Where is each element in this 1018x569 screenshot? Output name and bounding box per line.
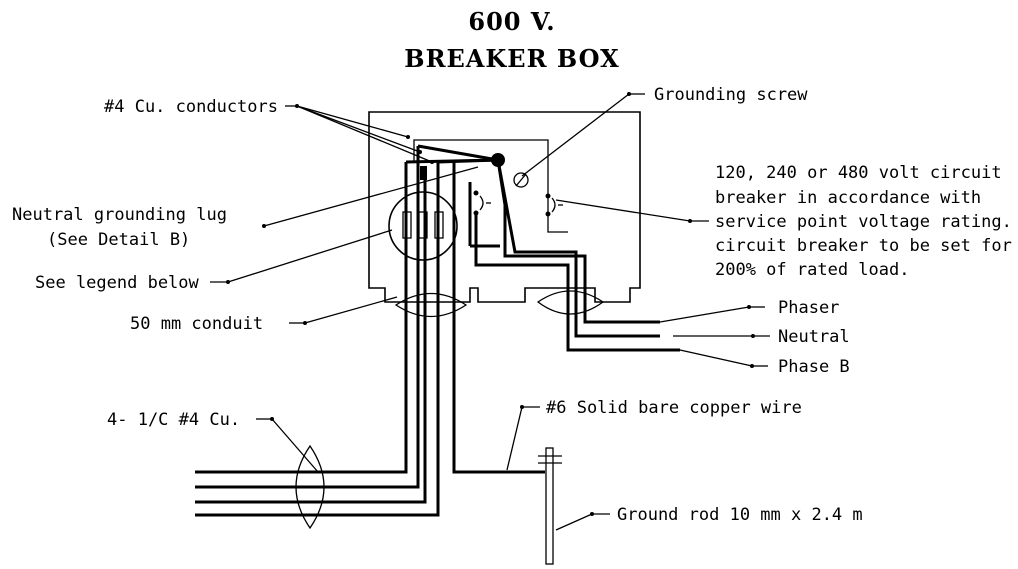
breaker-right bbox=[545, 193, 563, 217]
label-conduit: 50 mm conduit bbox=[130, 314, 263, 334]
grounding-screw bbox=[513, 172, 529, 188]
label-breaker-note-5: 200% of rated load. bbox=[715, 260, 909, 280]
label-phaser: Phaser bbox=[778, 298, 839, 318]
meter-base bbox=[388, 191, 458, 261]
wiring bbox=[195, 144, 680, 517]
breaker-box-enclosure bbox=[368, 111, 641, 303]
label-cable: 4- 1/C #4 Cu. bbox=[107, 410, 240, 430]
cable-lens bbox=[295, 444, 325, 530]
label-phase-b: Phase B bbox=[778, 357, 850, 377]
label-ground-rod: Ground rod 10 mm x 2.4 m bbox=[617, 505, 863, 525]
breaker-left bbox=[473, 190, 491, 216]
label-see-detail-b: (See Detail B) bbox=[47, 230, 190, 250]
label-breaker-note-1: 120, 240 or 480 volt circuit bbox=[715, 163, 1002, 183]
label-see-legend: See legend below bbox=[35, 273, 200, 293]
label-copper-wire: #6 Solid bare copper wire bbox=[546, 398, 802, 418]
label-breaker-note-4: circuit breaker to be set for bbox=[715, 236, 1012, 256]
label-cu-conductors: #4 Cu. conductors bbox=[104, 97, 278, 117]
label-breaker-note-3: service point voltage rating. bbox=[715, 212, 1012, 232]
label-neutral-lug: Neutral grounding lug bbox=[12, 205, 227, 225]
label-neutral: Neutral bbox=[778, 327, 850, 347]
conduit-right bbox=[536, 290, 605, 315]
title-breaker-box: BREAKER BOX bbox=[404, 44, 619, 73]
leader-lines bbox=[210, 92, 770, 531]
ground-rod bbox=[538, 447, 562, 565]
title-voltage: 600 V. bbox=[468, 7, 555, 36]
neutral-grounding-lug bbox=[420, 166, 427, 180]
inner-panel bbox=[413, 139, 568, 233]
label-breaker-note-2: breaker in accordance with bbox=[715, 188, 981, 208]
label-grounding-screw: Grounding screw bbox=[654, 85, 808, 105]
